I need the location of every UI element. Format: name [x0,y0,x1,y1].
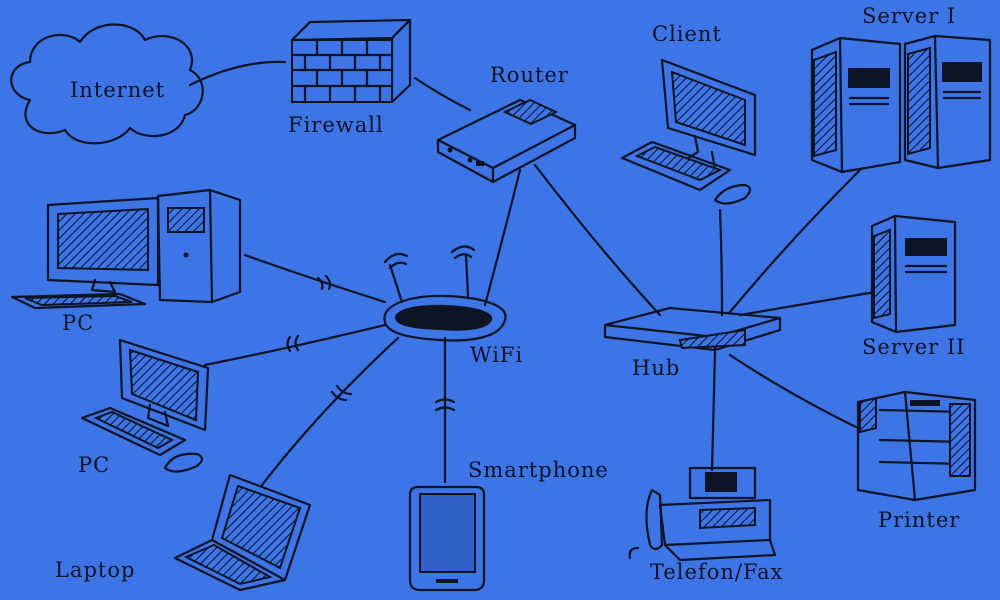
line-router-wifi [483,168,522,307]
label-server-1: Server I [862,4,957,28]
line-server2-hub [738,290,877,317]
laptop-icon [173,473,312,592]
label-server-2: Server II [862,335,966,359]
line-pc1-wifi [243,253,387,304]
fax-icon [628,466,777,562]
label-telefon-fax: Telefon/Fax [650,560,784,584]
line-laptop-wifi [260,336,400,487]
server-icon [810,34,992,174]
line-hub-fax [710,350,717,472]
cloud-icon [10,23,204,145]
router-icon [436,98,577,184]
pc-icon [10,188,242,310]
connections [188,60,877,487]
hub-icon [603,306,782,352]
line-client-hub [718,208,724,317]
line-pc2-wifi [203,323,387,367]
server-icon [870,214,957,334]
label-router: Router [490,63,569,87]
label-pc-2: PC [78,453,111,477]
printer-icon [856,390,977,502]
firewall-icon [290,18,412,104]
label-hub: Hub [632,356,681,380]
line-firewall-router [413,76,472,112]
label-smartphone: Smartphone [468,458,609,482]
label-pc-1: PC [62,311,95,335]
label-internet: Internet [70,78,166,102]
line-hub-printer [728,353,864,432]
label-firewall: Firewall [288,113,384,137]
wifi-router-icon [383,253,507,342]
client-computer-icon [620,58,757,205]
line-router-hub [533,163,662,317]
line-server1-hub [728,168,862,314]
smartphone-icon [408,485,486,592]
wireless-signal-marks [286,245,476,412]
label-client: Client [652,22,722,46]
pc-icon [80,338,210,473]
label-laptop: Laptop [55,558,136,582]
line-internet-firewall [188,60,287,87]
label-printer: Printer [878,508,961,532]
label-wifi: WiFi [470,343,524,367]
